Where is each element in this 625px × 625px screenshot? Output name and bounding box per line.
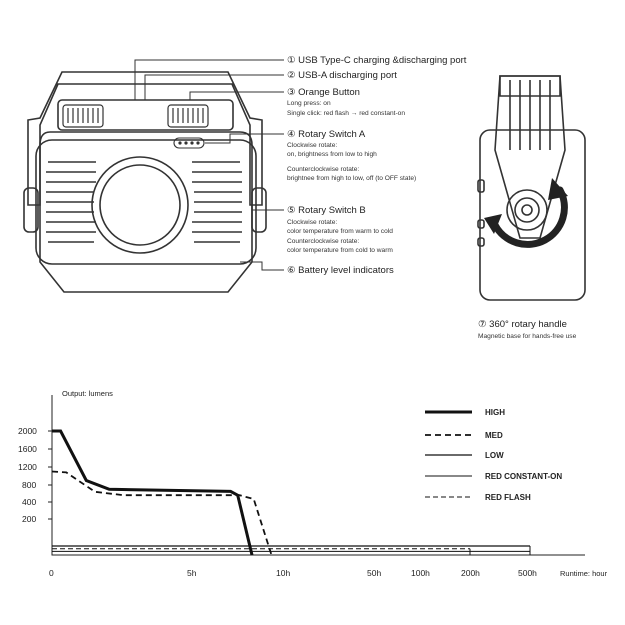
legend-med-label: MED bbox=[485, 431, 503, 440]
y-tick-400: 400 bbox=[22, 497, 37, 507]
chart-ylabel: Output: lumens bbox=[62, 389, 113, 398]
y-tick-2000: 2000 bbox=[18, 426, 37, 436]
handle-title: ⑦ 360° rotary handle bbox=[478, 319, 567, 330]
series-line-med bbox=[51, 470, 273, 556]
x-tick-10h: 10h bbox=[276, 568, 291, 578]
callout-5-desc-1: Clockwise rotate: bbox=[287, 219, 338, 226]
callout-5-desc-4: color temperature from cold to warm bbox=[287, 247, 393, 254]
callout-5-desc-3: Counterclockwise rotate: bbox=[287, 238, 360, 245]
legend-red-flash-label: RED FLASH bbox=[485, 493, 531, 502]
y-tick-200: 200 bbox=[22, 514, 37, 524]
callout-4-desc-2: on, brightness from low to high bbox=[287, 151, 377, 158]
callout-3-desc-1: Long press: on bbox=[287, 100, 331, 107]
series-line-high bbox=[52, 429, 254, 556]
callout-5-title: ⑤ Rotary Switch B bbox=[287, 205, 366, 216]
x-tick-0: 0 bbox=[49, 568, 54, 578]
x-tick-50h: 50h bbox=[367, 568, 382, 578]
rotation-arrow-icon bbox=[491, 186, 568, 248]
callout-3-title: ③ Orange Button bbox=[287, 87, 360, 98]
runtime-chart bbox=[48, 395, 585, 556]
callout-1-title: ① USB Type-C charging &discharging port bbox=[287, 55, 467, 66]
callout-4-desc-3: Counterclockwise rotate: bbox=[287, 166, 360, 173]
legend-low-label: LOW bbox=[485, 451, 504, 460]
callout-6-title: ⑥ Battery level indicators bbox=[287, 265, 394, 276]
callout-4-title: ④ Rotary Switch A bbox=[287, 129, 366, 140]
y-tick-1200: 1200 bbox=[18, 462, 37, 472]
handle-desc: Magnetic base for hands-free use bbox=[478, 333, 577, 340]
callout-2-title: ② USB-A discharging port bbox=[287, 70, 397, 81]
x-tick-200h: 200h bbox=[461, 568, 480, 578]
y-tick-1600: 1600 bbox=[18, 444, 37, 454]
callout-3-desc-2: Single click: red flash → red constant-o… bbox=[287, 110, 406, 117]
legend-red-constant-label: RED CONSTANT-ON bbox=[485, 472, 563, 481]
callout-4-desc-4: brightnee from high to low, off (to OFF … bbox=[287, 175, 417, 182]
y-tick-800: 800 bbox=[22, 480, 37, 490]
x-tick-500h: 500h bbox=[518, 568, 537, 578]
legend-high-label: HIGH bbox=[485, 408, 505, 417]
lamp-side-view bbox=[477, 75, 586, 301]
chart-xlabel: Runtime: hour bbox=[560, 569, 608, 578]
callout-5-desc-2: color temperature from warm to cold bbox=[287, 228, 393, 235]
x-tick-5h: 5h bbox=[187, 568, 197, 578]
lamp-front-view bbox=[23, 71, 267, 293]
callout-leader-lines bbox=[134, 59, 284, 271]
x-tick-100h: 100h bbox=[411, 568, 430, 578]
callout-4-desc-1: Clockwise rotate: bbox=[287, 142, 338, 149]
arrowheads bbox=[484, 178, 568, 234]
